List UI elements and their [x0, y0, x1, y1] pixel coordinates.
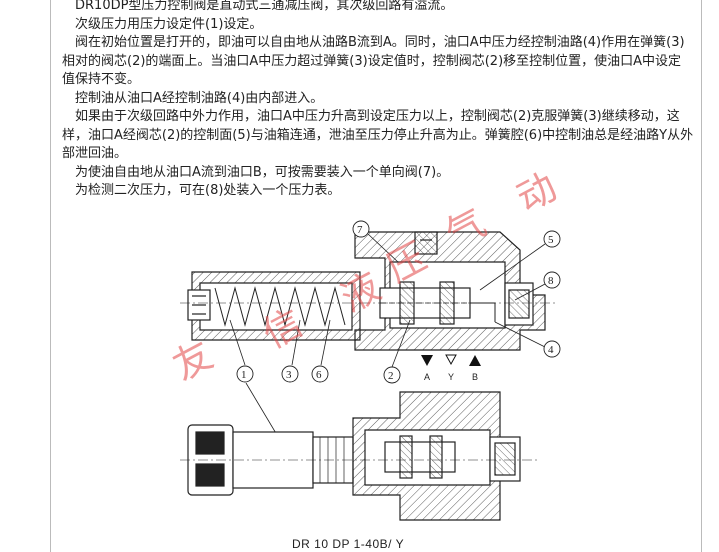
figure-caption: DR 10 DP 1-40B/ Y — [292, 537, 405, 551]
spring — [214, 286, 346, 327]
check-valve-plug — [414, 231, 438, 255]
paragraph-gauge: 为检测二次压力，可在(8)处装入一个压力表。 — [75, 183, 341, 198]
page-frame-right — [701, 0, 702, 552]
description-text: DR10DP型压力控制阀是直动式三通减压阀，其次级回路有溢流。 次级压力用压力设… — [62, 0, 694, 201]
callout-3: 3 — [286, 369, 292, 381]
paragraph-check-valve: 为使油自由地从油口A流到油口B，可按需要装入一个单向阀(7)。 — [75, 164, 450, 180]
port-a-label: A — [424, 372, 430, 382]
port-b-label: B — [472, 372, 478, 382]
callout-8: 8 — [548, 275, 554, 287]
callout-5: 5 — [548, 234, 554, 246]
callout-4: 4 — [548, 344, 554, 356]
lower-external-view — [180, 391, 540, 521]
upper-section-view — [180, 231, 555, 351]
paragraph-setting: 次级压力用压力设定件(1)设定。 — [75, 16, 263, 32]
paragraph-intro: DR10DP型压力控制阀是直动式三通减压阀，其次级回路有溢流。 — [75, 0, 454, 13]
paragraph-control-oil: 控制油从油口A经控制油路(4)由内部进入。 — [75, 90, 324, 106]
page-frame-left — [50, 0, 51, 552]
callout-1: 1 — [241, 369, 247, 381]
callout-6: 6 — [316, 369, 322, 381]
callouts — [236, 220, 561, 384]
port-markers — [421, 354, 481, 366]
callout-2: 2 — [388, 370, 394, 382]
paragraph-overpressure: 如果由于次级回路中外力作用，油口A中压力升高到设定压力以上，控制阀芯(2)克服弹… — [62, 109, 694, 161]
gauge-port — [504, 282, 534, 326]
paragraph-initial-position: 阀在初始位置是打开的，即油可以自由地从油路B流到A。同时，油口A中压力经控制油路… — [62, 35, 685, 87]
port-y-label: Y — [448, 372, 454, 382]
callout-7: 7 — [357, 224, 363, 236]
